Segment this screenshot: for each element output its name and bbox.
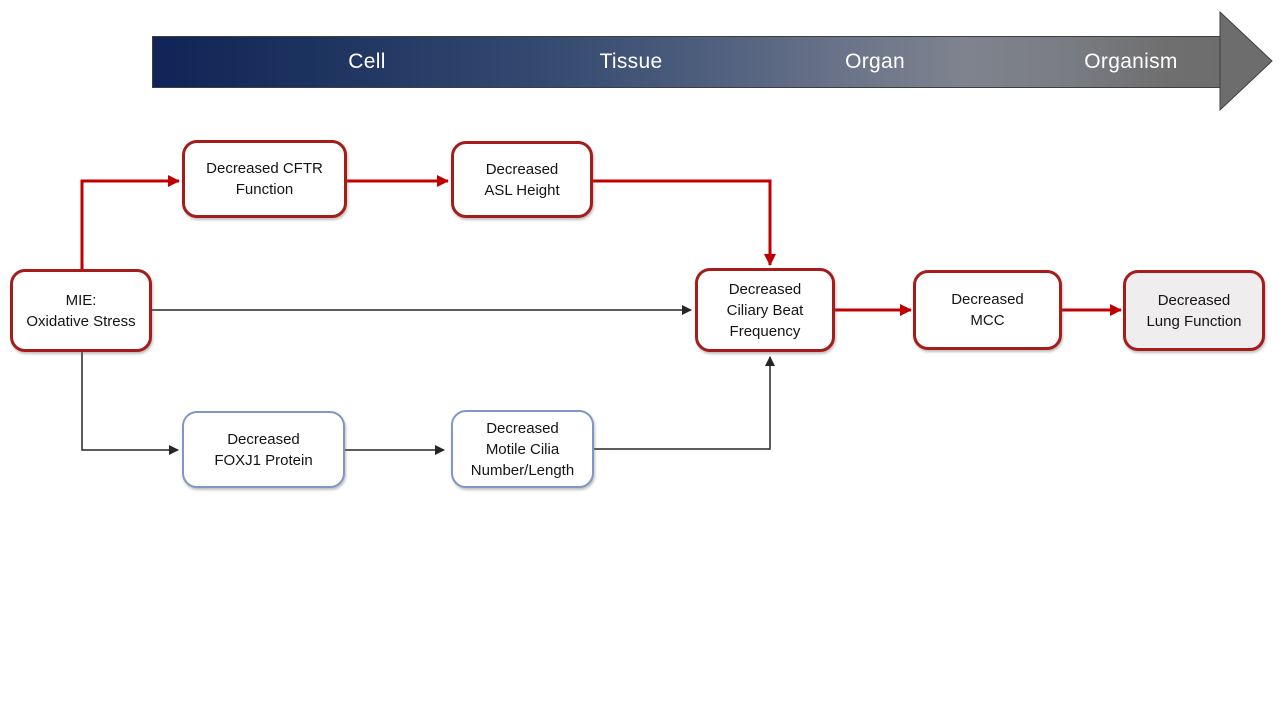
stage-label-organism: Organism	[1084, 50, 1178, 73]
node-label: Decreased Ciliary Beat Frequency	[726, 280, 804, 340]
node-label: Decreased CFTR Function	[206, 160, 323, 198]
scale-banner	[152, 36, 1222, 88]
stage-label-cell: Cell	[348, 50, 386, 73]
node-decreased-ciliary-beat-frequency: Decreased Ciliary Beat Frequency	[695, 268, 835, 352]
node-decreased-cftr-function: Decreased CFTR Function	[182, 140, 347, 218]
arrowhead-shape	[1219, 10, 1273, 112]
node-decreased-asl-height: Decreased ASL Height	[451, 141, 593, 218]
node-label: Decreased MCC	[951, 291, 1024, 329]
node-label: MIE: Oxidative Stress	[26, 291, 136, 330]
node-label: Decreased ASL Height	[484, 160, 560, 199]
node-label: Decreased Motile Cilia Number/Length	[470, 419, 575, 479]
node-label: Decreased Lung Function	[1146, 291, 1242, 330]
stage-label-organ: Organ	[845, 50, 905, 73]
node-mie-oxidative-stress: MIE: Oxidative Stress	[10, 269, 152, 352]
node-label: Decreased FOXJ1 Protein	[214, 430, 313, 469]
stage-label-tissue: Tissue	[599, 50, 663, 73]
node-decreased-foxj1-protein: Decreased FOXJ1 Protein	[182, 411, 345, 488]
node-decreased-motile-cilia-number-length: Decreased Motile Cilia Number/Length	[451, 410, 594, 488]
node-decreased-lung-function: Decreased Lung Function	[1123, 270, 1265, 351]
node-decreased-mcc: Decreased MCC	[913, 270, 1062, 350]
